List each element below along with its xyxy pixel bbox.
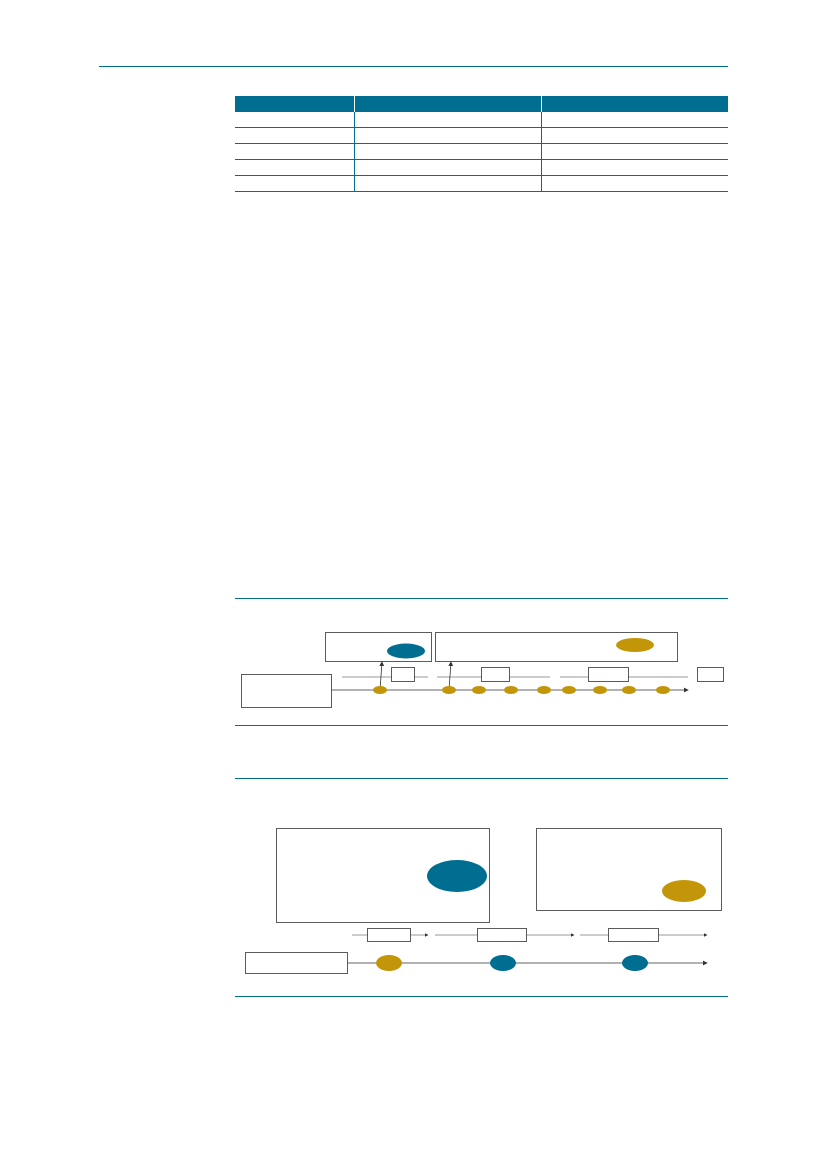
table-cell <box>353 127 541 144</box>
figure1-event-marker <box>537 686 551 694</box>
figure1-connector <box>448 661 454 691</box>
figure2-event-marker <box>376 955 402 971</box>
figure1-step-box <box>697 667 724 682</box>
table-cell <box>235 175 354 192</box>
figure2-blue-marker <box>427 860 487 892</box>
table-row <box>235 112 728 128</box>
table-cell <box>353 159 541 176</box>
table-row <box>235 175 728 192</box>
figure1-step-box <box>391 667 415 682</box>
figure1-bottom-rule <box>235 725 728 726</box>
figure1-event-marker <box>622 686 636 694</box>
figure2-event-marker <box>622 955 648 971</box>
table-cell <box>235 143 354 160</box>
table-cell <box>235 127 354 144</box>
table-cell <box>235 112 354 128</box>
figure1-event-marker <box>442 686 456 694</box>
table-header-row <box>235 96 728 112</box>
figure2-top-rule <box>235 778 728 779</box>
figure1-event-marker <box>472 686 486 694</box>
table-row <box>235 127 728 144</box>
figure1-connector <box>379 661 385 691</box>
figure1-top-rule <box>235 598 728 599</box>
figure2-gold-marker <box>662 880 706 902</box>
table-cell <box>540 112 728 128</box>
table-cell <box>540 127 728 144</box>
figure1-event-marker <box>656 686 670 694</box>
figure1-step-box <box>588 667 629 682</box>
figure1-event-marker <box>504 686 518 694</box>
table-cell <box>235 159 354 176</box>
figure2-bottom-rule <box>235 996 728 997</box>
table-cell <box>540 159 728 176</box>
table-cell <box>353 143 541 160</box>
table-cell <box>353 175 541 192</box>
figure1-event-marker <box>593 686 607 694</box>
figure1-gold-marker <box>616 638 654 652</box>
table-row <box>235 159 728 176</box>
header-rule <box>99 66 728 67</box>
figure1-event-marker <box>373 686 387 694</box>
table-cell <box>540 143 728 160</box>
figure1-event-marker <box>562 686 576 694</box>
table-header-cell <box>235 96 354 112</box>
table-cell <box>540 175 728 192</box>
table-cell <box>353 112 541 128</box>
table-header-cell <box>540 96 728 112</box>
figure2-step-box <box>367 928 411 942</box>
data-table <box>235 96 728 192</box>
figure2-event-marker <box>490 955 516 971</box>
figure2-step-box <box>608 928 659 942</box>
figure1-start-box <box>241 674 332 708</box>
figure2-start-box <box>245 952 348 974</box>
figure1-blue-marker <box>387 643 425 659</box>
table-row <box>235 143 728 160</box>
figure1-step-box <box>481 667 510 682</box>
table-header-cell <box>353 96 541 112</box>
figure2-step-box <box>477 928 527 942</box>
